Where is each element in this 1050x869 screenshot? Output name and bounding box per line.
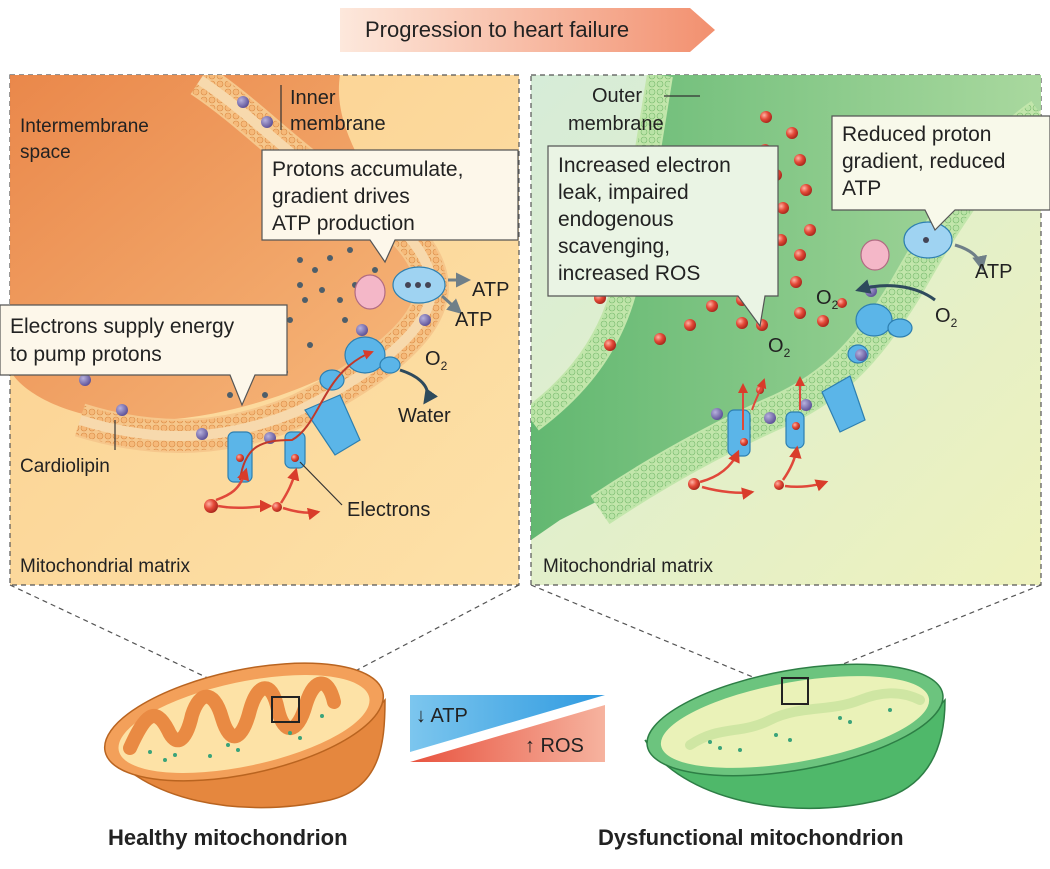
inner-membrane-label-2: membrane bbox=[290, 113, 386, 135]
dys-o2-label-a: O2 bbox=[816, 287, 839, 312]
ros-up-wedge bbox=[410, 705, 605, 762]
callout-leak: Increased electron leak, impaired endoge… bbox=[547, 145, 779, 328]
callout-leak-line2: leak, impaired bbox=[558, 181, 689, 204]
callout-protons-line2: gradient drives bbox=[272, 185, 410, 208]
cardiolipin-molecules bbox=[79, 96, 431, 444]
dys-complex-ii bbox=[785, 411, 805, 449]
healthy-panel: Protons accumulate, gradient drives ATP … bbox=[0, 74, 520, 586]
intermembrane-label-2: space bbox=[20, 142, 71, 163]
dys-complex-iii bbox=[821, 375, 866, 433]
callout-protons-line1: Protons accumulate, bbox=[272, 158, 463, 181]
callout-electrons-line1: Electrons supply energy bbox=[10, 315, 235, 338]
cardiolipin-label: Cardiolipin bbox=[20, 456, 110, 477]
o2-label: O2 bbox=[425, 348, 448, 373]
dys-o2-label-b: O2 bbox=[935, 305, 958, 330]
atp-down-wedge bbox=[410, 695, 605, 752]
callout-gradient-line3: ATP bbox=[842, 177, 881, 200]
dys-atp-label: ATP bbox=[975, 261, 1012, 283]
complex-iii bbox=[304, 394, 361, 456]
atp-label-1: ATP bbox=[472, 279, 509, 301]
callout-electrons: Electrons supply energy to pump protons bbox=[0, 304, 288, 407]
atp-synthase bbox=[354, 266, 446, 310]
callout-gradient: Reduced proton gradient, reduced ATP bbox=[831, 115, 1050, 232]
caption-dysfunctional: Dysfunctional mitochondrion bbox=[598, 825, 904, 850]
dys-complex-i bbox=[727, 409, 751, 457]
healthy-matrix-label: Mitochondrial matrix bbox=[20, 556, 190, 577]
callout-electrons-line2: to pump protons bbox=[10, 343, 162, 366]
electrons-label: Electrons bbox=[347, 499, 430, 521]
dys-complex-iv bbox=[847, 303, 913, 364]
dys-o2-label-c: O2 bbox=[768, 335, 791, 360]
callout-gradient-line1: Reduced proton bbox=[842, 123, 991, 146]
healthy-mitochondrion bbox=[103, 662, 386, 809]
dys-matrix-label: Mitochondrial matrix bbox=[543, 556, 713, 577]
callout-leak-line5: increased ROS bbox=[558, 262, 700, 285]
water-label: Water bbox=[398, 405, 451, 427]
intermembrane-label-1: Intermembrane bbox=[20, 116, 149, 137]
healthy-zoom-box bbox=[271, 696, 300, 723]
progression-label: Progression to heart failure bbox=[365, 17, 629, 42]
dysfunctional-mitochondrion bbox=[644, 663, 946, 810]
callout-gradient-line2: gradient, reduced bbox=[842, 150, 1005, 173]
atp-down-label: ↓ ATP bbox=[416, 705, 468, 727]
outer-membrane-label-1: Outer bbox=[592, 85, 642, 107]
electron-path bbox=[239, 350, 374, 481]
cytochrome-c bbox=[319, 369, 345, 391]
dysfunctional-zoom-box bbox=[781, 677, 809, 705]
electrons-entry bbox=[204, 454, 321, 521]
inner-membrane-label-1: Inner bbox=[290, 87, 336, 109]
callout-leak-line1: Increased electron bbox=[558, 154, 731, 177]
dys-electron-leak bbox=[688, 376, 829, 500]
callout-leak-line3: endogenous bbox=[558, 208, 674, 231]
outer-membrane-label-2: membrane bbox=[568, 113, 664, 135]
ros-up-label: ↑ ROS bbox=[525, 735, 584, 757]
progression-arrow: Progression to heart failure bbox=[340, 8, 715, 52]
dys-atp-synthase bbox=[860, 221, 953, 271]
dysfunctional-panel: Increased electron leak, impaired endoge… bbox=[530, 74, 1050, 586]
caption-healthy: Healthy mitochondrion bbox=[108, 825, 348, 850]
atp-label-2: ATP bbox=[455, 309, 492, 331]
callout-leak-line4: scavenging, bbox=[558, 235, 670, 258]
callout-protons: Protons accumulate, gradient drives ATP … bbox=[261, 149, 519, 264]
atp-ros-legend: ↓ ATP ↑ ROS bbox=[410, 695, 605, 762]
callout-protons-line3: ATP production bbox=[272, 212, 415, 235]
